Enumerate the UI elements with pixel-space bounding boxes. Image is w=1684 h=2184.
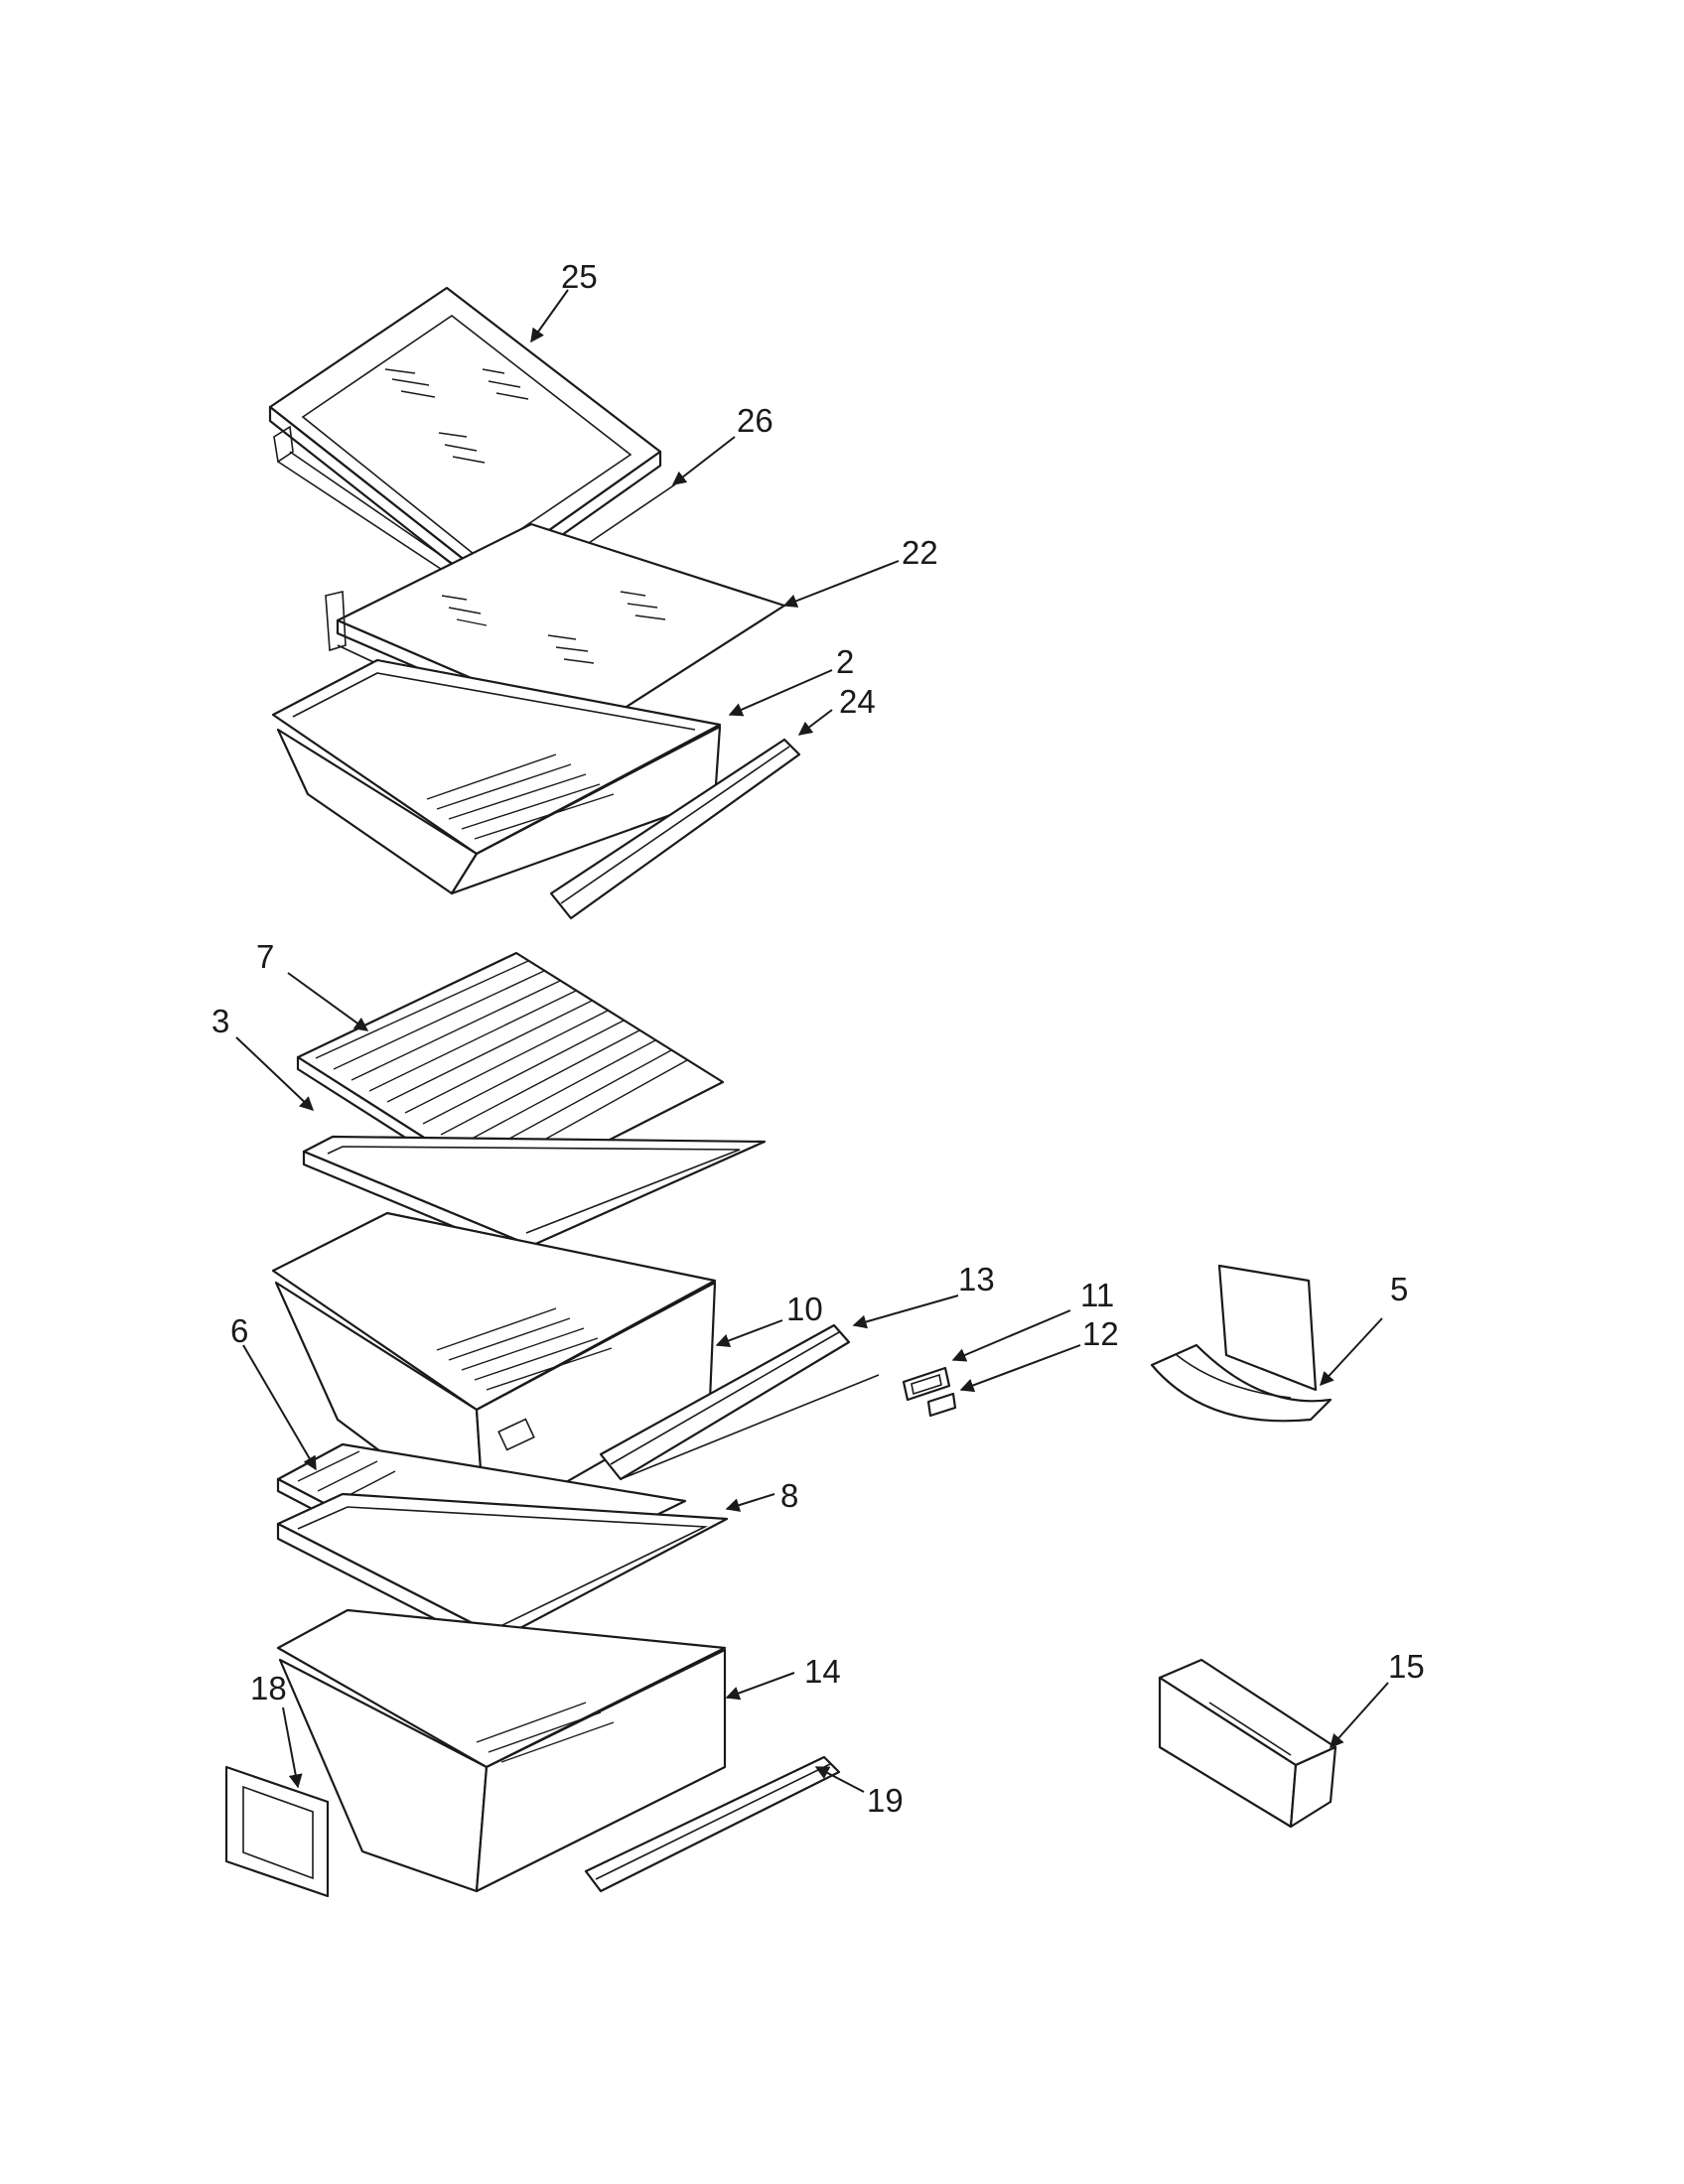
door-bin-5 — [1150, 1264, 1333, 1423]
callout-2: 2 — [836, 643, 854, 680]
leader-lines — [235, 289, 1389, 1793]
door-bin-15 — [1158, 1658, 1337, 1829]
label-card-18 — [224, 1765, 330, 1898]
callout-6: 6 — [230, 1312, 248, 1349]
callout-24: 24 — [839, 683, 876, 720]
callout-8: 8 — [780, 1477, 798, 1514]
callout-12: 12 — [1082, 1315, 1119, 1352]
callout-15: 15 — [1388, 1648, 1425, 1685]
callout-14: 14 — [804, 1653, 841, 1690]
callout-5: 5 — [1390, 1271, 1408, 1307]
callout-13: 13 — [958, 1261, 995, 1297]
callout-10: 10 — [786, 1291, 823, 1327]
callout-26: 26 — [737, 402, 773, 439]
crisper-rail-24 — [549, 738, 801, 920]
callout-25: 25 — [561, 258, 598, 295]
callout-labels: 25 26 22 2 24 7 3 13 11 10 12 5 6 8 14 1… — [211, 258, 1425, 1819]
crisper-rail-13 — [599, 1323, 880, 1481]
callout-18: 18 — [250, 1670, 287, 1706]
slide-12 — [926, 1392, 957, 1418]
clip-11 — [902, 1366, 951, 1402]
crisper-rail-19 — [584, 1755, 841, 1893]
callout-11: 11 — [1080, 1277, 1114, 1313]
callout-19: 19 — [867, 1782, 904, 1819]
callout-3: 3 — [211, 1003, 229, 1039]
shelf-glass-top — [268, 286, 662, 592]
callout-7: 7 — [256, 938, 274, 975]
crisper-pan-14 — [276, 1608, 727, 1893]
callout-22: 22 — [902, 534, 938, 571]
crisper-pan-2 — [271, 658, 722, 895]
